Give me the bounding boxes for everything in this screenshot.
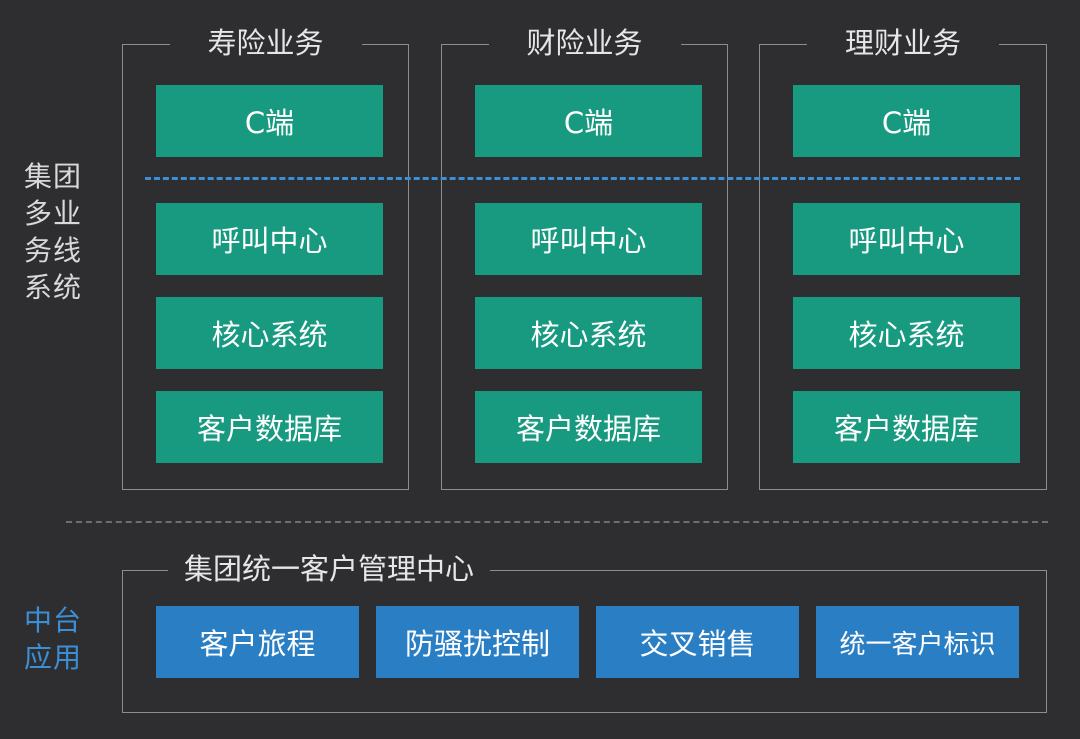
box-core-system: 核心系统 [475,297,702,369]
box-c-end: C端 [156,85,383,157]
group-title: 理财业务 [806,23,1000,63]
box-unified-customer-id: 统一客户标识 [816,606,1019,678]
box-customer-database: 客户数据库 [793,391,1020,463]
layer-divider-line [66,521,1048,523]
box-core-system: 核心系统 [156,297,383,369]
group-customer-management-center: 集团统一客户管理中心 客户旅程 防骚扰控制 交叉销售 统一客户标识 [122,549,1047,713]
box-customer-database: 客户数据库 [475,391,702,463]
side-label-group-systems: 集团多业务线系统 [24,160,83,304]
box-call-center: 呼叫中心 [475,203,702,275]
c-end-divider-line [145,177,1020,180]
group-wealth-management: 理财业务 C端 呼叫中心 核心系统 客户数据库 [759,23,1047,490]
box-cross-selling: 交叉销售 [596,606,799,678]
group-title: 财险业务 [488,23,681,63]
box-c-end: C端 [475,85,702,157]
box-customer-database: 客户数据库 [156,391,383,463]
box-core-system: 核心系统 [793,297,1020,369]
box-c-end: C端 [793,85,1020,157]
side-label-middle-platform: 中台应用 [24,604,83,674]
box-customer-journey: 客户旅程 [156,606,359,678]
group-life-insurance: 寿险业务 C端 呼叫中心 核心系统 客户数据库 [122,23,409,490]
box-anti-harassment: 防骚扰控制 [376,606,579,678]
box-call-center: 呼叫中心 [156,203,383,275]
group-property-insurance: 财险业务 C端 呼叫中心 核心系统 客户数据库 [441,23,728,490]
group-title: 集团统一客户管理中心 [168,549,491,589]
box-call-center: 呼叫中心 [793,203,1020,275]
group-title: 寿险业务 [169,23,362,63]
